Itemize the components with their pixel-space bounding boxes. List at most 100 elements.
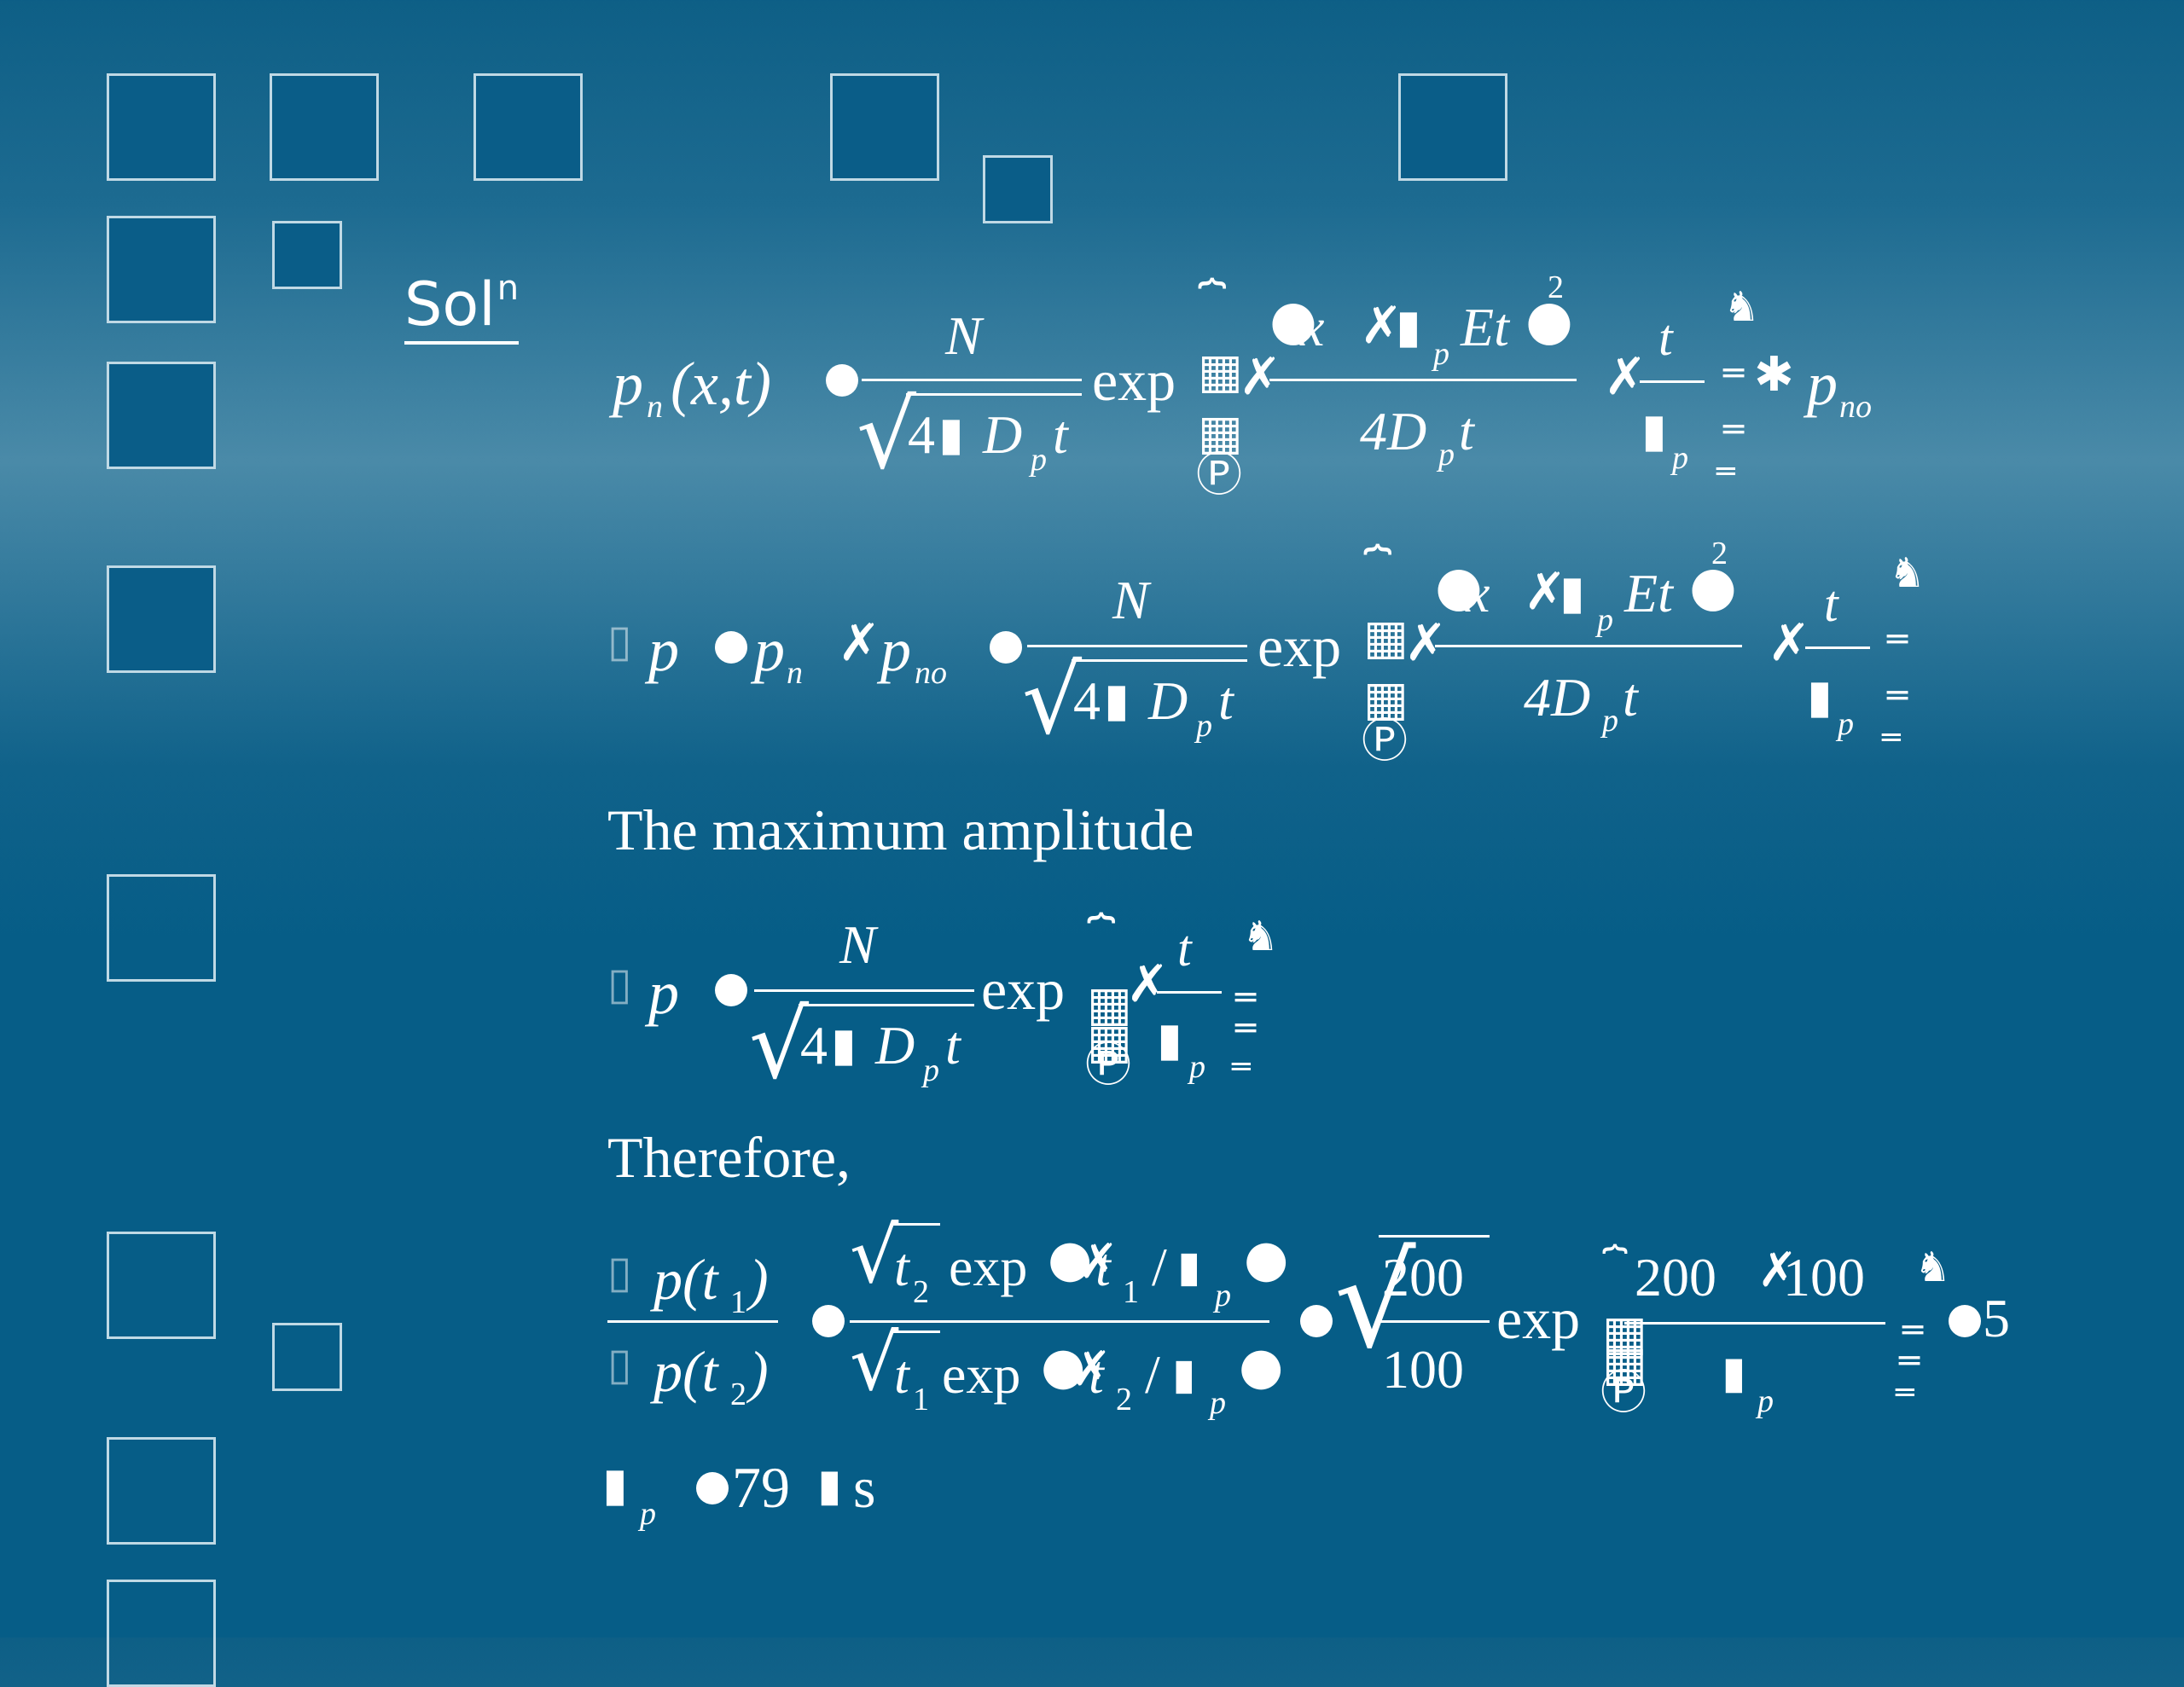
decor-square (107, 565, 216, 673)
eq3-den-sub: p (923, 1052, 939, 1088)
eq4-minus-glyph: ✗ (1072, 1342, 1112, 1397)
eq1-lhs-args: (x,t) (671, 350, 771, 418)
eq1-minus-glyph: ✗ (1239, 347, 1282, 407)
eq2-pno-sub: no (915, 655, 947, 691)
eq2-pn: p (754, 616, 785, 684)
eq4-m-den-t2: t (1089, 1344, 1104, 1405)
eq4-unknown-glyph: ▮ (1177, 1242, 1201, 1291)
eq1-frac-t-bar (1640, 380, 1705, 383)
eq4-m-num-sqrt: √ (850, 1211, 899, 1301)
eq4-l-num: p(t (653, 1247, 718, 1312)
eq1-brace-glyph: ═ (1723, 354, 1745, 393)
solution-heading: Soln (404, 269, 520, 345)
eq2-sqrt: √ (1022, 646, 1083, 755)
eq3-sqrt: √ (749, 990, 810, 1099)
heading-base: Sol (404, 270, 496, 339)
eq2-unknown-glyph: ▮ (1104, 673, 1130, 727)
eq4-left-brace-glyph: ⏞ (1602, 1244, 1628, 1293)
eq1-p-circle-glyph: Ⓟ (1196, 448, 1242, 501)
eq3-frac-bar (754, 989, 974, 992)
eq4-minus-glyph: ✗ (1757, 1243, 1798, 1298)
eq1-sqrt-bar (906, 393, 1082, 396)
eq1-paren-glyph: ● (1525, 289, 1573, 352)
eq2-inner-frac-bar (1435, 645, 1742, 647)
decor-square (107, 73, 216, 181)
eq4-m-num-sqrt-bar (892, 1223, 940, 1226)
eq3-left-brace-glyph: ⏞ (1087, 912, 1116, 967)
eq5-value: 79 (732, 1455, 790, 1520)
eq3-minus-glyph: ✗ (1126, 954, 1170, 1014)
eq1-den-c: t (1053, 404, 1068, 465)
eq2-frac-sub: p (1838, 706, 1854, 742)
eq4-m-num-p: p (1215, 1278, 1231, 1313)
eq4-unknown-glyph: ▮ (1172, 1349, 1196, 1399)
eq2-p: p (648, 616, 679, 684)
heading-sup: n (497, 269, 520, 308)
eq4-brace-glyph: ═ (1896, 1376, 1914, 1411)
eq1-inner-mid: p (1433, 336, 1449, 372)
eq1-unknown-glyph: ▮ (1396, 299, 1421, 353)
eq2-den-a: 4 (1073, 670, 1101, 731)
eq3-p-circle-glyph: Ⓟ (1085, 1038, 1131, 1092)
eq2-inner-mid: p (1597, 602, 1613, 638)
eq2-brace-glyph: ▦ (1363, 610, 1409, 665)
eq2-brace-glyph: ▦ (1363, 671, 1409, 727)
decor-square (473, 73, 583, 181)
eq4-m-frac-bar (850, 1320, 1269, 1323)
eq2-inner-num: x (1466, 563, 1490, 623)
eq1-brace-glyph: ▦ (1198, 344, 1243, 399)
eq2-inner-den-sub: p (1602, 703, 1618, 739)
eq4-exp: exp (1496, 1286, 1581, 1351)
eq3-unknown-glyph: ▮ (831, 1017, 857, 1071)
eq4-r-num: 200 (1382, 1247, 1464, 1307)
eq5-equals-glyph (696, 1472, 729, 1504)
eq1-inner-num: x (1300, 297, 1325, 357)
eq2-frac-t: t (1824, 576, 1838, 632)
eq1-inner-den-t: t (1459, 401, 1474, 461)
eq1-tail: p (1807, 350, 1838, 418)
eq1-equals-glyph (826, 364, 858, 397)
eq4-m-den-exp: exp (942, 1344, 1021, 1405)
eq3-den-b: D (875, 1015, 915, 1075)
eq2-p-circle-glyph: Ⓟ (1362, 714, 1408, 768)
eq2-inner-sup: 2 (1711, 536, 1728, 571)
eq1-den-a: 4 (908, 404, 935, 465)
eq2-pno: p (880, 616, 911, 684)
eq2-equals-glyph (990, 631, 1022, 664)
decor-square (107, 216, 216, 323)
eq4-result: 5 (1983, 1288, 2010, 1348)
eq4-r-sqrt: √ (1334, 1228, 1416, 1377)
eq1-inner-sup: 2 (1548, 270, 1564, 305)
eq2-pn-sub: n (787, 655, 803, 691)
eq4-brace-glyph: ═ (1899, 1342, 1920, 1381)
eq5-unknown-glyph: ▮ (817, 1460, 842, 1511)
eq4-l-den-end: ) (749, 1339, 769, 1404)
eq2-minus-glyph: ✗ (1768, 613, 1811, 673)
decor-square (107, 874, 216, 982)
decor-square (107, 362, 216, 469)
eq2-right-brace-glyph: ♞ (1889, 549, 1926, 597)
eq3-den-a: 4 (800, 1015, 828, 1075)
eq1-tail-sub: no (1839, 389, 1872, 425)
eq4-m-num-t2-sub: 1 (1123, 1274, 1139, 1310)
eq4-paren-glyph: ● (1239, 1336, 1284, 1396)
eq4-l-num-end: ) (749, 1247, 769, 1312)
eq1-frac-sub: p (1672, 440, 1688, 476)
eq4-r-frac-bar (1379, 1320, 1490, 1323)
eq3-num: N (839, 914, 876, 975)
eq4-delta-glyph: ▯ (607, 1339, 632, 1390)
eq2-den-sub: p (1196, 708, 1212, 744)
eq3-equals-glyph (715, 974, 747, 1006)
eq3-frac-sub: p (1189, 1049, 1205, 1085)
eq3-den-c: t (945, 1015, 961, 1075)
decor-square (1398, 73, 1507, 181)
eq1-right-brace-glyph: ♞ (1723, 283, 1761, 331)
eq1-inner-et: Et (1461, 297, 1509, 357)
eq4-m-den-p: p (1210, 1385, 1226, 1421)
eq1-lhs: p (613, 350, 643, 418)
eq2-inner-den: 4D (1524, 667, 1591, 728)
eq3-brace-glyph: ═ (1232, 1050, 1251, 1085)
eq2-frac-bar (1027, 645, 1247, 647)
eq4-m-den-div: / (1145, 1344, 1160, 1405)
decor-square (983, 155, 1053, 223)
